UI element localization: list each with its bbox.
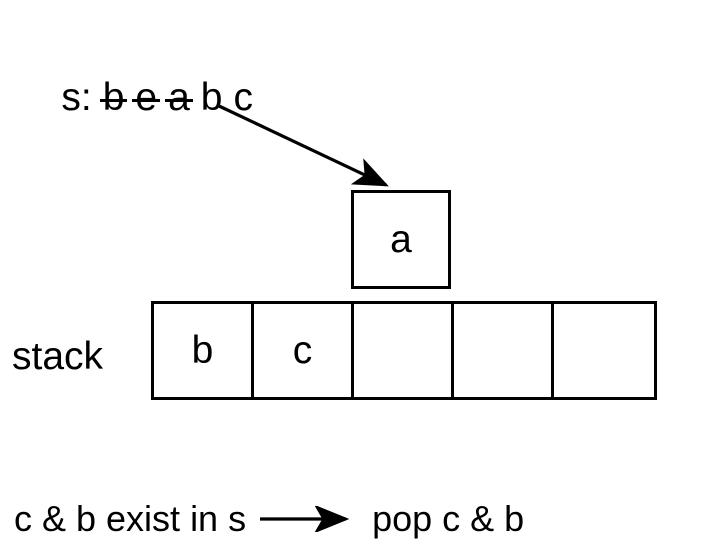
sequence-char-1: e (132, 74, 160, 122)
incoming-element-cell: a (351, 190, 451, 289)
sequence-char-3: b (200, 76, 223, 119)
stack-cell-2 (354, 304, 454, 397)
stack-cell-value: b (191, 328, 214, 372)
stack-cell-3 (454, 304, 554, 397)
diagonal-arrow-icon (218, 104, 389, 187)
stack-cell-0: b (154, 304, 254, 397)
sequence-char-4: c (233, 76, 254, 119)
conclusion-result: pop c & b (372, 498, 525, 539)
sequence-label: s: (61, 76, 92, 119)
stack-row: b c (151, 301, 657, 400)
stack-cell-4 (554, 304, 654, 397)
stack-cell-1: c (254, 304, 354, 397)
sequence-char-2: a (165, 74, 193, 122)
conclusion-line: c & b exist in s pop c & b (14, 498, 524, 540)
conclusion-condition: c & b exist in s (14, 498, 247, 539)
sequence-char-0: b (99, 74, 128, 122)
stack-label: stack (12, 335, 104, 378)
stack-cell-value: c (292, 328, 313, 372)
incoming-element-value: a (390, 217, 412, 261)
right-arrow-icon (260, 506, 350, 532)
